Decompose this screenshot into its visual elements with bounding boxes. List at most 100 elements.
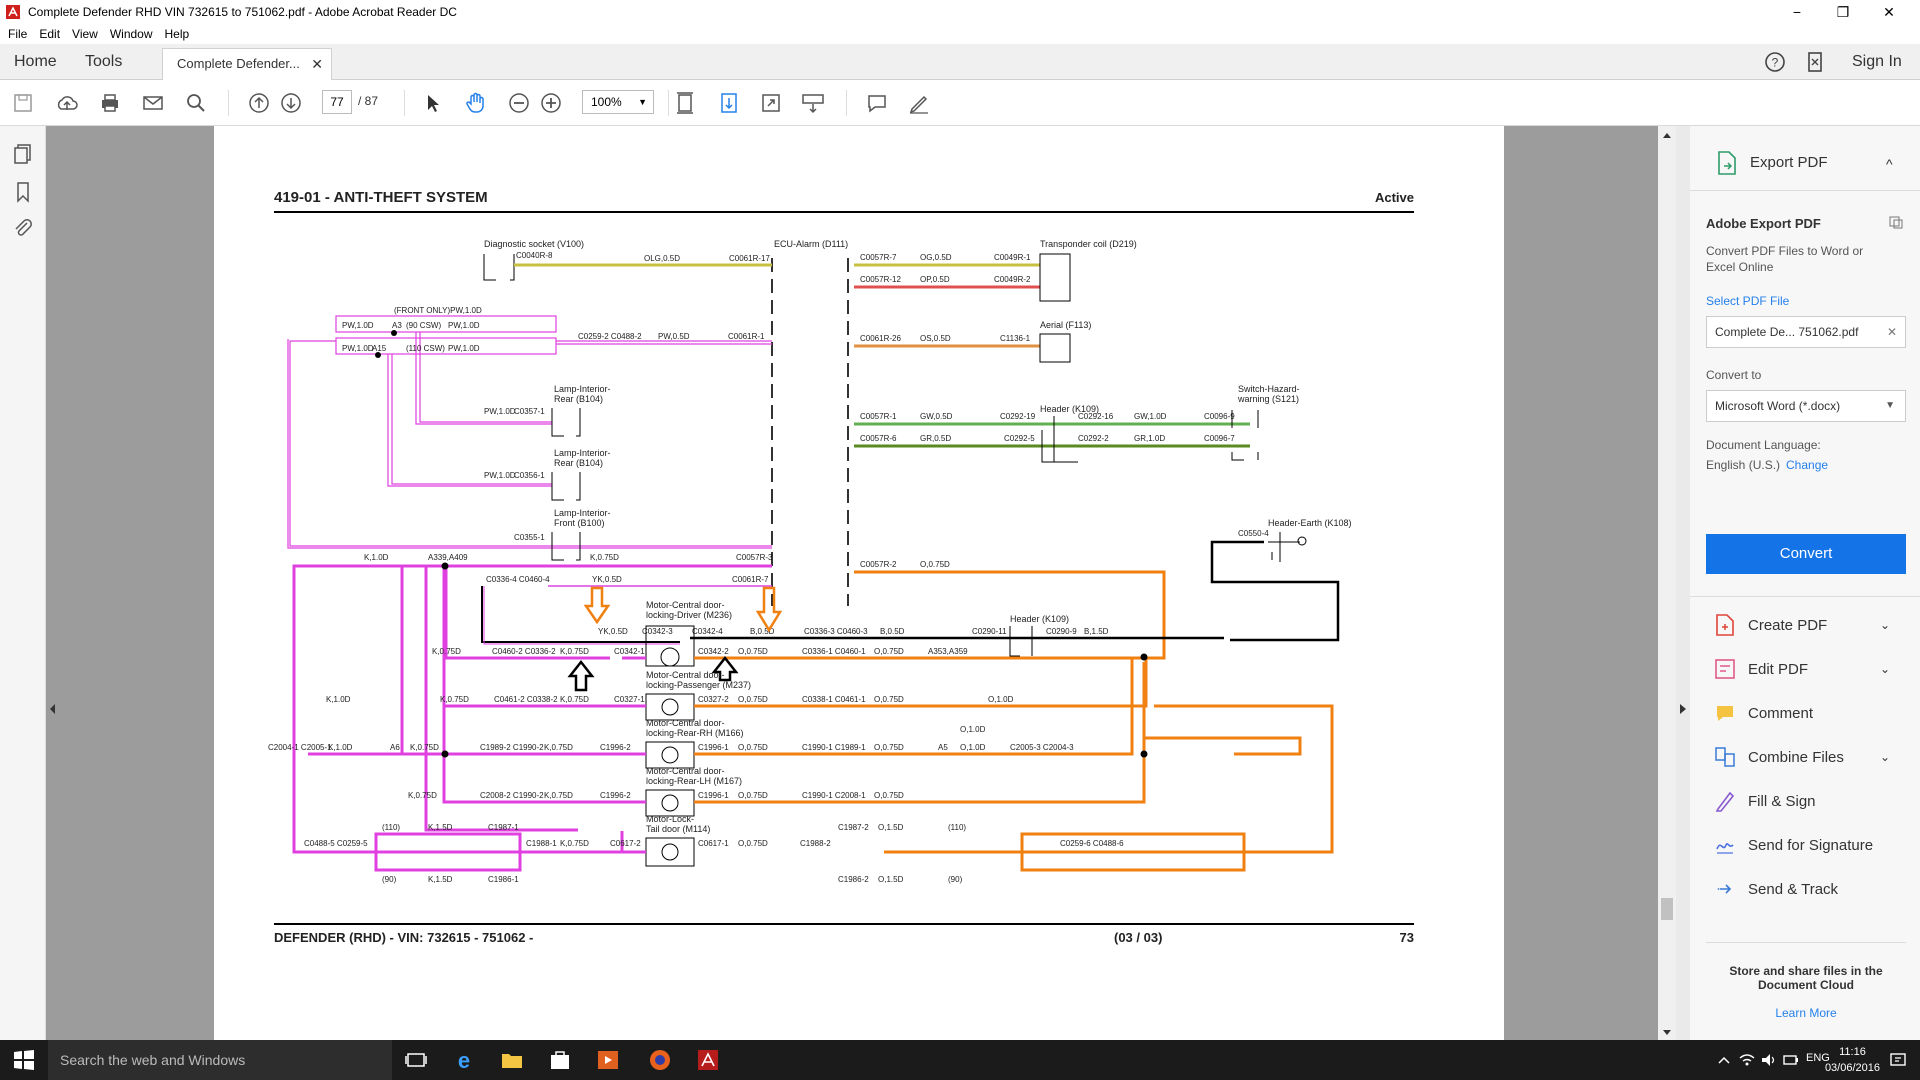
system-tray-chevron-icon[interactable] bbox=[1716, 1048, 1732, 1072]
svg-text:C0336-3 C0460-3: C0336-3 C0460-3 bbox=[804, 627, 868, 636]
svg-text:B,1.5D: B,1.5D bbox=[1084, 627, 1109, 636]
tool-combine-files[interactable]: Combine Files⌄ bbox=[1714, 742, 1890, 772]
save-icon[interactable] bbox=[10, 90, 36, 116]
fit-page-icon[interactable] bbox=[672, 90, 698, 116]
menu-file[interactable]: File bbox=[8, 27, 28, 41]
maximize-button[interactable]: ❐ bbox=[1836, 3, 1850, 20]
svg-text:O,0.75D: O,0.75D bbox=[874, 743, 904, 752]
comment-icon[interactable] bbox=[864, 90, 890, 116]
next-page-icon[interactable] bbox=[278, 90, 304, 116]
menu-view[interactable]: View bbox=[72, 27, 98, 41]
keyboard-shortcut-icon[interactable] bbox=[800, 90, 826, 116]
tab-home[interactable]: Home bbox=[14, 53, 57, 70]
chevron-down-icon[interactable]: ⌄ bbox=[1880, 618, 1891, 632]
search-icon[interactable] bbox=[183, 90, 209, 116]
sign-in-link[interactable]: Sign In bbox=[1852, 53, 1902, 70]
svg-text:C0336-4 C0460-4: C0336-4 C0460-4 bbox=[486, 575, 550, 584]
network-icon[interactable] bbox=[1738, 1048, 1756, 1072]
tool-send-track[interactable]: Send & Track bbox=[1714, 874, 1838, 904]
tool-comment[interactable]: Comment bbox=[1714, 698, 1813, 728]
full-screen-icon[interactable] bbox=[758, 90, 784, 116]
collapse-right-pane[interactable] bbox=[1676, 126, 1690, 1040]
language-indicator[interactable]: ENG bbox=[1806, 1052, 1830, 1064]
help-icon[interactable]: ? bbox=[1764, 44, 1786, 80]
store-icon[interactable] bbox=[548, 1048, 572, 1072]
tool-fill-sign[interactable]: Fill & Sign bbox=[1714, 786, 1816, 816]
tab-document[interactable]: Complete Defender...✕ bbox=[162, 48, 332, 80]
panel-divider bbox=[1690, 596, 1920, 597]
pen-sign-icon[interactable] bbox=[906, 90, 932, 116]
pages-icon[interactable] bbox=[11, 142, 35, 166]
firefox-icon[interactable] bbox=[648, 1048, 672, 1072]
svg-text:C0057R-2: C0057R-2 bbox=[860, 560, 897, 569]
acrobat-taskbar-icon[interactable] bbox=[696, 1048, 720, 1072]
svg-text:K,1.5D: K,1.5D bbox=[428, 823, 453, 832]
svg-text:Front (B100): Front (B100) bbox=[554, 518, 605, 528]
export-pdf-title[interactable]: Export PDF bbox=[1750, 154, 1828, 171]
file-explorer-icon[interactable] bbox=[500, 1048, 524, 1072]
tool-send-for-signature[interactable]: Send for Signature bbox=[1714, 830, 1873, 860]
select-cursor-icon[interactable] bbox=[420, 90, 446, 116]
battery-icon[interactable] bbox=[1782, 1048, 1800, 1072]
svg-text:C0357-1: C0357-1 bbox=[514, 407, 545, 416]
toolbar-divider bbox=[228, 90, 229, 116]
doc-language-label: Document Language: bbox=[1706, 438, 1821, 452]
right-tools-panel bbox=[1676, 126, 1920, 1040]
vertical-scrollbar[interactable] bbox=[1658, 126, 1676, 1040]
hand-tool-icon[interactable] bbox=[463, 90, 489, 116]
svg-text:O,1.0D: O,1.0D bbox=[960, 743, 986, 752]
svg-text:C0292-5: C0292-5 bbox=[1004, 434, 1035, 443]
chevron-down-icon[interactable]: ⌄ bbox=[1880, 750, 1891, 764]
upload-cloud-icon[interactable] bbox=[54, 90, 80, 116]
bookmark-icon[interactable] bbox=[11, 180, 35, 204]
selected-file-name: Complete De... 751062.pdf bbox=[1715, 325, 1859, 339]
zoom-out-icon[interactable] bbox=[506, 90, 532, 116]
notifications-icon[interactable] bbox=[1888, 1048, 1908, 1072]
mobile-link-icon[interactable] bbox=[1804, 44, 1826, 80]
svg-text:C0061R-1: C0061R-1 bbox=[728, 332, 765, 341]
panel-divider bbox=[1690, 190, 1920, 191]
change-language-link[interactable]: Change bbox=[1786, 458, 1829, 472]
minimize-button[interactable]: − bbox=[1792, 4, 1802, 20]
svg-text:K,0.75D: K,0.75D bbox=[560, 839, 589, 848]
menu-help[interactable]: Help bbox=[164, 27, 190, 41]
chevron-down-icon[interactable]: ⌄ bbox=[1880, 662, 1891, 676]
tab-close-icon[interactable]: ✕ bbox=[311, 56, 323, 72]
clear-file-icon[interactable]: ✕ bbox=[1886, 325, 1897, 339]
svg-text:C0292-2: C0292-2 bbox=[1078, 434, 1109, 443]
scroll-mode-icon[interactable] bbox=[716, 90, 742, 116]
selected-file-field[interactable]: Complete De... 751062.pdf ✕ bbox=[1706, 316, 1906, 348]
windows-start-icon[interactable] bbox=[12, 1048, 36, 1072]
format-select[interactable]: Microsoft Word (*.docx)▼ bbox=[1706, 390, 1906, 422]
collapse-left-pane[interactable] bbox=[46, 126, 58, 1040]
email-icon[interactable] bbox=[140, 90, 166, 116]
collapse-chevron-icon[interactable]: ^ bbox=[1886, 156, 1893, 172]
attachment-icon[interactable] bbox=[11, 216, 35, 240]
taskbar-search-box[interactable]: Search the web and Windows bbox=[48, 1040, 392, 1080]
tool-edit-pdf[interactable]: Edit PDF⌄ bbox=[1714, 654, 1890, 684]
convert-button[interactable]: Convert bbox=[1706, 534, 1906, 574]
svg-text:C0057R-7: C0057R-7 bbox=[860, 253, 897, 262]
scrollbar-thumb[interactable] bbox=[1661, 898, 1673, 920]
svg-text:PW,1.0D: PW,1.0D bbox=[484, 407, 516, 416]
zoom-select[interactable]: 100%▼ bbox=[582, 90, 654, 114]
learn-more-link[interactable]: Learn More bbox=[1775, 1006, 1837, 1020]
export-settings-icon[interactable] bbox=[1888, 214, 1904, 230]
zoom-in-icon[interactable] bbox=[538, 90, 564, 116]
volume-icon[interactable] bbox=[1760, 1048, 1778, 1072]
media-player-icon[interactable] bbox=[596, 1048, 620, 1072]
menu-window[interactable]: Window bbox=[109, 27, 153, 41]
svg-text:Rear (B104): Rear (B104) bbox=[554, 394, 603, 404]
svg-text:O,0.75D: O,0.75D bbox=[874, 695, 904, 704]
tool-create-pdf[interactable]: Create PDF⌄ bbox=[1714, 610, 1890, 640]
edge-browser-icon[interactable]: e bbox=[452, 1048, 476, 1072]
page-number-input[interactable]: 77 bbox=[322, 90, 352, 114]
menu-edit[interactable]: Edit bbox=[39, 27, 61, 41]
task-view-icon[interactable] bbox=[404, 1048, 428, 1072]
tab-tools[interactable]: Tools bbox=[85, 53, 123, 70]
close-button[interactable]: ✕ bbox=[1883, 3, 1895, 20]
svg-text:C0342-2: C0342-2 bbox=[698, 647, 729, 656]
previous-page-icon[interactable] bbox=[246, 90, 272, 116]
print-icon[interactable] bbox=[97, 90, 123, 116]
